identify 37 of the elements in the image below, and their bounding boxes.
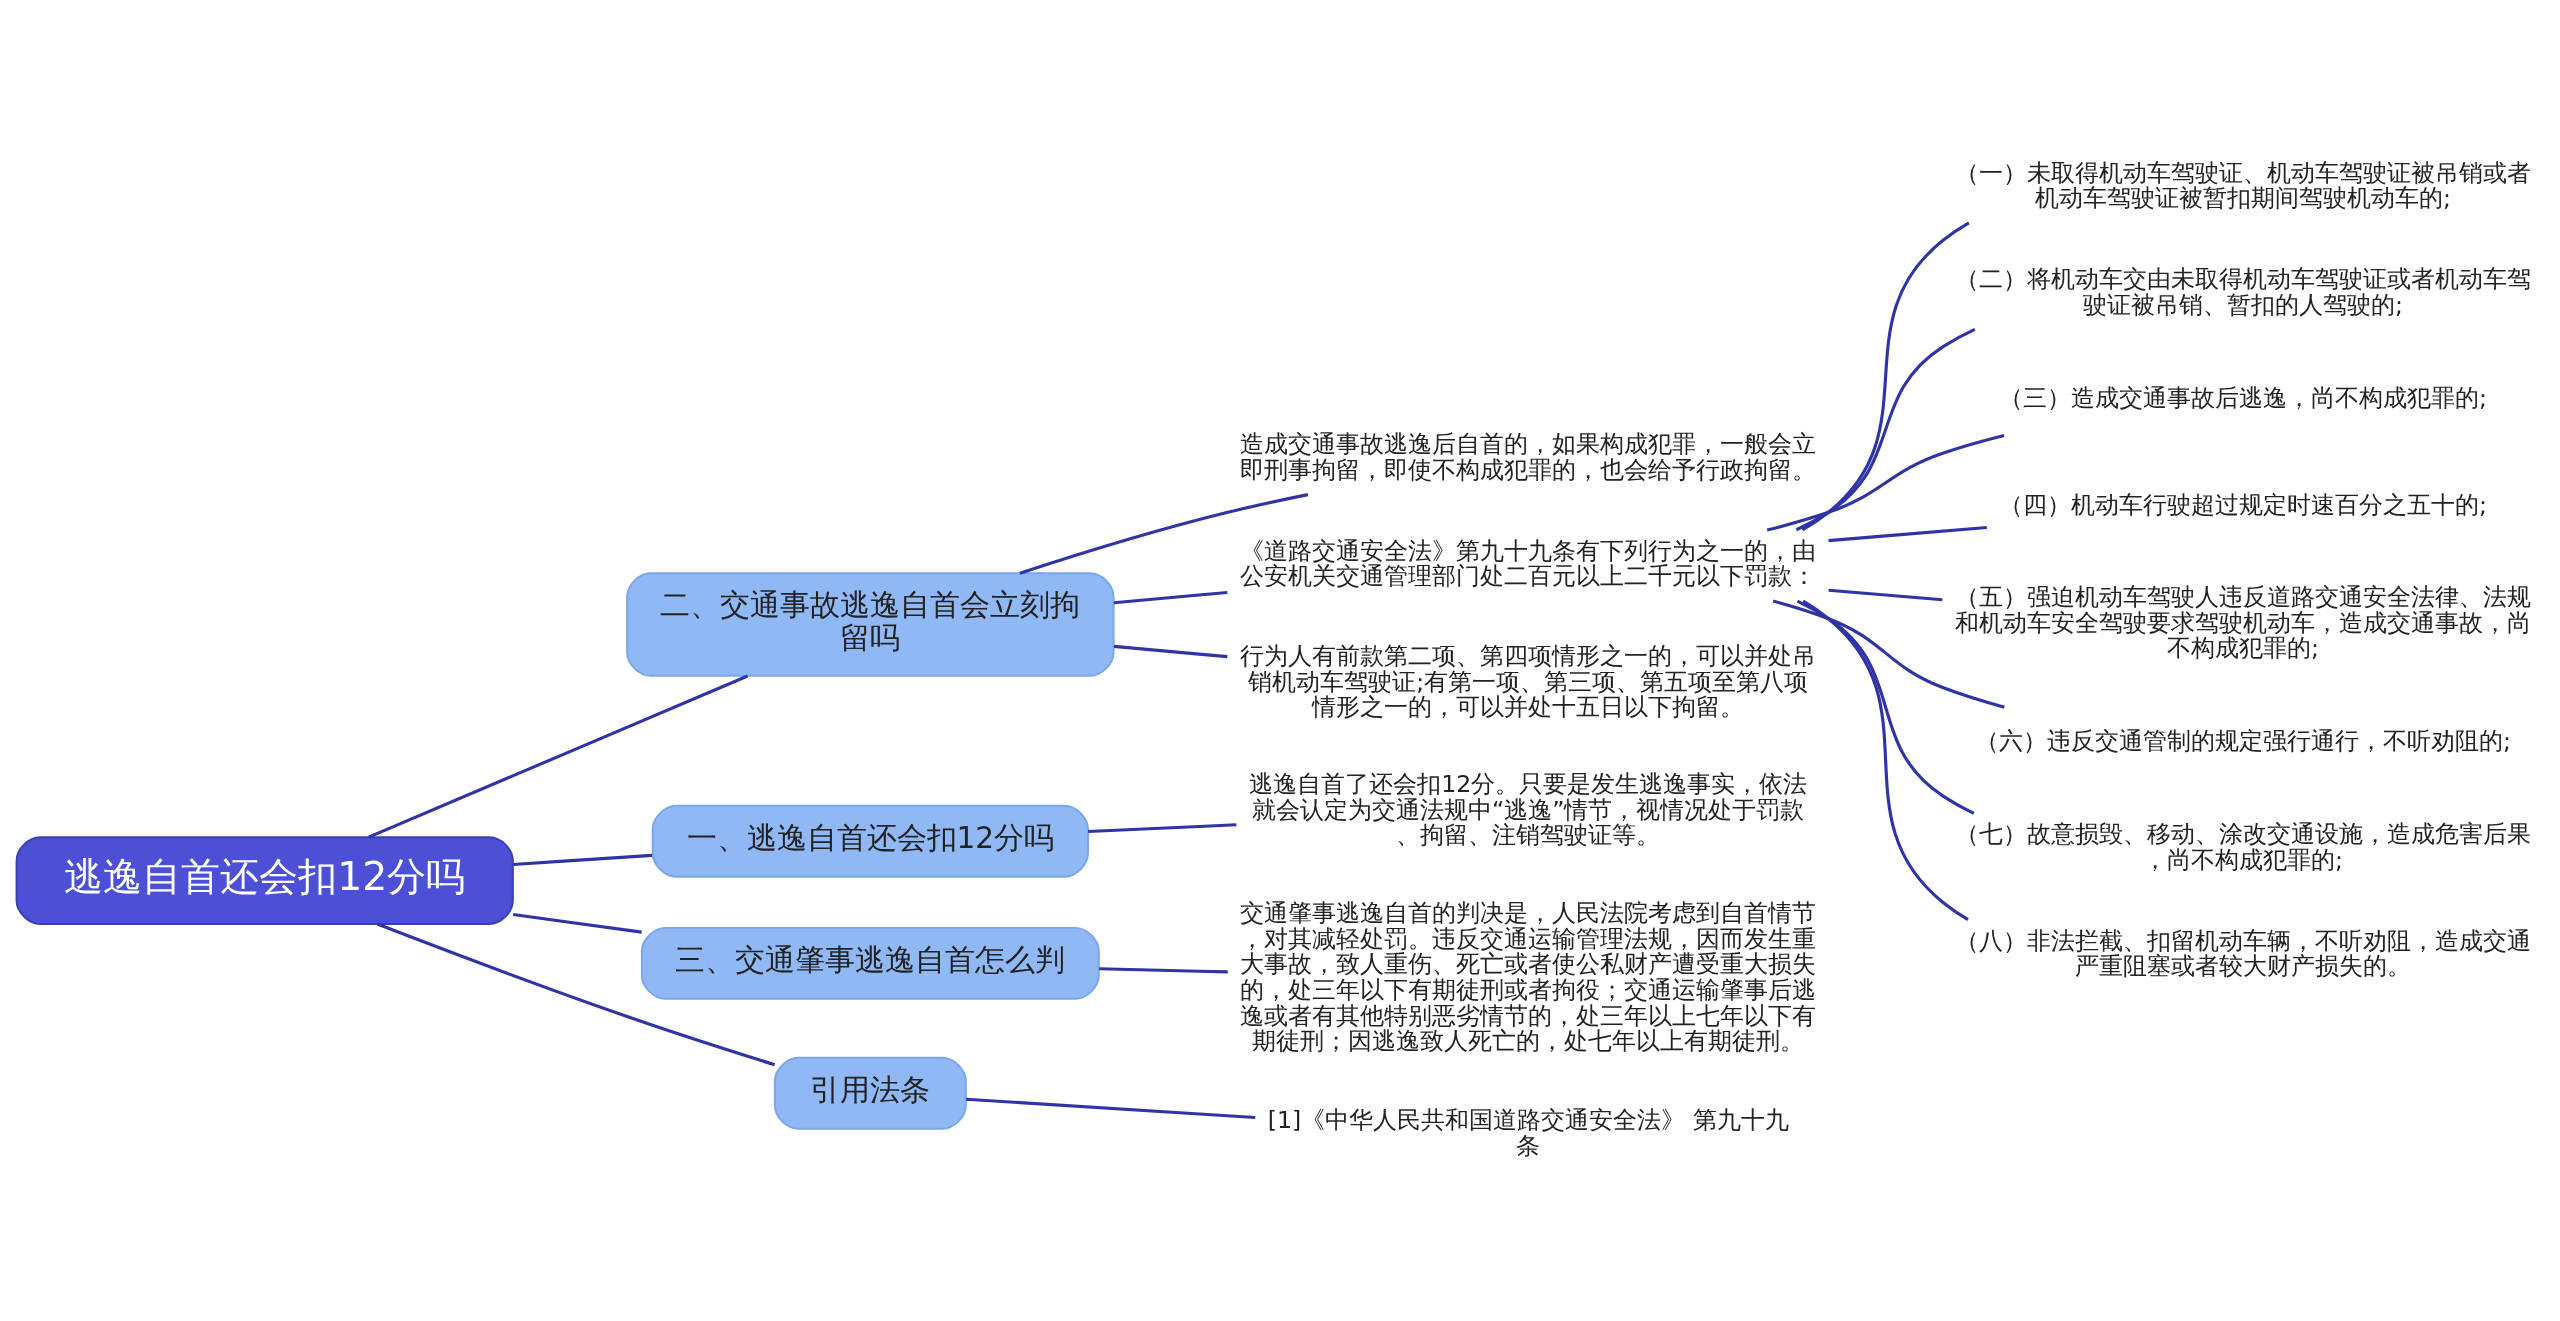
node-text: 逃逸自首了还会扣12分。只要是发生逃逸事实，依法就会认定为交通法规中“逃逸”情节，视情况处于罚款、拘留、注销驾驶证等。 bbox=[1249, 769, 1808, 849]
connector bbox=[965, 1097, 1256, 1119]
connector bbox=[1019, 492, 1309, 575]
connector bbox=[368, 674, 749, 839]
connector bbox=[1802, 599, 1969, 921]
node-box: 一、逃逸自首还会扣12分吗 bbox=[651, 804, 1089, 878]
node-text: （三）造成交通事故后逃逸，尚不构成犯罪的; bbox=[1999, 383, 2488, 412]
connector bbox=[1088, 822, 1237, 833]
connector bbox=[1099, 966, 1228, 973]
node-text: （二）将机动车交由未取得机动车驾驶证或者机动车驾驶证被吊销、暂扣的人驾驶的; bbox=[1955, 264, 2532, 319]
connector bbox=[1796, 599, 1975, 815]
node-text: （六）违反交通管制的规定强行通行，不听劝阻的; bbox=[1975, 726, 2512, 755]
connector bbox=[1772, 599, 2005, 709]
connector bbox=[1828, 588, 1943, 601]
connector bbox=[512, 912, 642, 934]
node-text: （七）故意损毁、移动、涂改交通设施，造成危害后果，尚不构成犯罪的; bbox=[1955, 819, 2532, 874]
connector bbox=[1766, 433, 2005, 532]
node-box: 引用法条 bbox=[773, 1056, 967, 1130]
node-box: 逃逸自首还会扣12分吗 bbox=[15, 835, 514, 925]
connector bbox=[1795, 327, 1976, 531]
node-text: （一）未取得机动车驾驶证、机动车驾驶证被吊销或者机动车驾驶证被暂扣期间驾驶机动车的; bbox=[1955, 158, 2532, 212]
connector bbox=[376, 922, 776, 1066]
node-text: 交通肇事逃逸自首的判决是，人民法院考虑到自首情节，对其减轻处罚。违反交通运输管理法规，因而发生重大事故，致人重伤、死亡或者使公私财产遭受重大损失的，处三年以下有期徒刑或者拘役；交通运输肇事后逃逸或者有其他特别恶劣情节的，处三年以上七年以下有期徒刑；因逃逸致人死亡的，处七年以上有期徒刑。 bbox=[1240, 898, 1817, 1055]
node-text: （四）机动车行驶超过规定时速百分之五十的; bbox=[1999, 490, 2488, 518]
node-text: 造成交通事故逃逸后自首的，如果构成犯罪，一般会立即刑事拘留，即使不构成犯罪的，也会给予行政拘留。 bbox=[1240, 429, 1817, 484]
node-text: 《道路交通安全法》第九十九条有下列行为之一的，由公安机关交通管理部门处二百元以上二千元以下罚款： bbox=[1240, 536, 1817, 590]
connector bbox=[1801, 220, 1970, 531]
node-box: 二、交通事故逃逸自首会立刻拘留吗 bbox=[626, 571, 1115, 677]
node-text: 行为人有前款第二项、第四项情形之一的，可以并处吊销机动车驾驶证;有第一项、第三项、第五项至第八项情形之一的，可以并处十五日以下拘留。 bbox=[1240, 641, 1817, 721]
connector bbox=[513, 853, 653, 866]
node-text: （五）强迫机动车驾驶人违反道路交通安全法律、法规和机动车安全驾驶要求驾驶机动车，造成交通事故，尚不构成犯罪的; bbox=[1955, 582, 2532, 662]
node-text: [1]《中华人民共和国道路交通安全法》 第九十九条 bbox=[1267, 1105, 1789, 1160]
connector bbox=[1113, 644, 1228, 658]
connector bbox=[1113, 590, 1228, 604]
node-text: （八）非法拦截、扣留机动车辆，不听劝阻，造成交通严重阻塞或者较大财产损失的。 bbox=[1955, 926, 2532, 980]
node-box: 三、交通肇事逃逸自首怎么判 bbox=[640, 926, 1100, 1000]
connector bbox=[1828, 525, 1987, 542]
